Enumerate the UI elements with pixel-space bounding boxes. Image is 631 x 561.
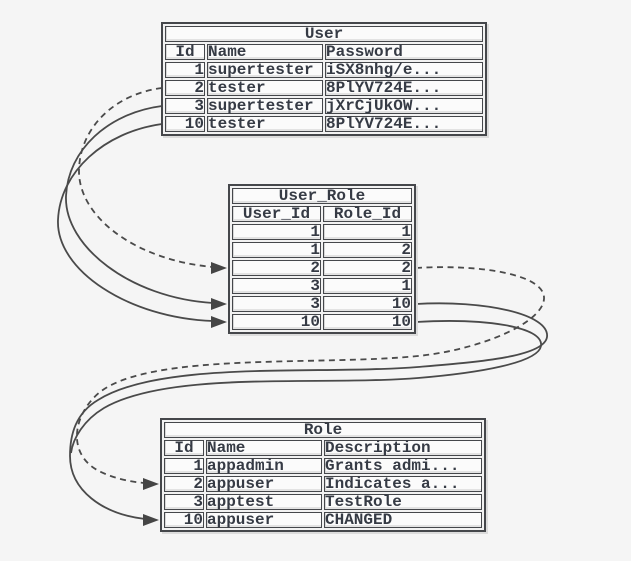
user-table: User Id Name Password 1 supertester iSX8… — [161, 22, 488, 136]
column-header-id: Id — [164, 440, 204, 456]
connector-userrole22-to-role2 — [76, 266, 545, 484]
cell-role-id: 1 — [323, 278, 413, 294]
cell-name: supertester — [207, 98, 323, 114]
cell-id: 2 — [165, 80, 205, 96]
column-header-role-id: Role_Id — [323, 206, 413, 222]
connector-userrole310-to-role10 — [69, 302, 548, 520]
connector-user10-to-userrole — [57, 123, 214, 322]
column-header-name: Name — [207, 44, 323, 60]
cell-name: appuser — [206, 512, 322, 528]
cell-user-id: 3 — [232, 296, 321, 312]
cell-user-id: 1 — [232, 242, 321, 258]
table-row: 2 2 — [232, 260, 413, 276]
cell-id: 10 — [164, 512, 204, 528]
table-row: 1 supertester iSX8nhg/e... — [165, 62, 484, 78]
cell-user-id: 1 — [232, 224, 321, 240]
table-row: 3 supertester jXrCjUkOW... — [165, 98, 484, 114]
table-row: 10 appuser CHANGED — [164, 512, 483, 528]
cell-description: Indicates a... — [324, 476, 483, 492]
cell-id: 10 — [165, 116, 205, 132]
cell-role-id: 10 — [323, 314, 413, 330]
cell-role-id: 2 — [323, 260, 413, 276]
column-header-password: Password — [325, 44, 484, 60]
cell-id: 3 — [164, 494, 204, 510]
column-header-description: Description — [324, 440, 483, 456]
cell-role-id: 10 — [323, 296, 413, 312]
role-table: Role Id Name Description 1 appadmin Gran… — [160, 418, 487, 532]
arrowhead — [211, 262, 227, 274]
table-header-row: Id Name Password — [165, 44, 484, 60]
cell-id: 2 — [164, 476, 204, 492]
cell-name: apptest — [206, 494, 322, 510]
table-row: 1 2 — [232, 242, 413, 258]
table-title-row: User_Role — [232, 188, 413, 204]
user-role-table: User_Role User_Id Role_Id 1 1 1 2 2 2 3 … — [228, 184, 417, 334]
table-header-row: Id Name Description — [164, 440, 483, 456]
table-row: 3 10 — [232, 296, 413, 312]
user-role-table-title: User_Role — [232, 188, 413, 204]
cell-name: appuser — [206, 476, 322, 492]
cell-name: supertester — [207, 62, 323, 78]
connector-userrole1010-to-role10 — [70, 320, 542, 454]
cell-password: iSX8nhg/e... — [325, 62, 484, 78]
cell-role-id: 1 — [323, 224, 413, 240]
table-row: 1 1 — [232, 224, 413, 240]
cell-password: 8PlYV724E... — [325, 80, 484, 96]
connector-user2-to-userrole — [78, 87, 214, 268]
arrowhead — [143, 478, 159, 490]
table-title-row: Role — [164, 422, 483, 438]
cell-password: 8PlYV724E... — [325, 116, 484, 132]
cell-description: TestRole — [324, 494, 483, 510]
cell-description: CHANGED — [324, 512, 483, 528]
cell-description: Grants admi... — [324, 458, 483, 474]
cell-id: 3 — [165, 98, 205, 114]
cell-role-id: 2 — [323, 242, 413, 258]
cell-id: 1 — [164, 458, 204, 474]
table-row: 1 appadmin Grants admi... — [164, 458, 483, 474]
arrowhead — [143, 514, 159, 526]
cell-name: appadmin — [206, 458, 322, 474]
table-title-row: User — [165, 26, 484, 42]
cell-name: tester — [207, 80, 323, 96]
table-row: 10 tester 8PlYV724E... — [165, 116, 484, 132]
cell-name: tester — [207, 116, 323, 132]
column-header-user-id: User_Id — [232, 206, 321, 222]
cell-user-id: 10 — [232, 314, 321, 330]
arrowhead — [211, 316, 227, 328]
table-row: 3 apptest TestRole — [164, 494, 483, 510]
user-table-title: User — [165, 26, 484, 42]
table-row: 3 1 — [232, 278, 413, 294]
cell-password: jXrCjUkOW... — [325, 98, 484, 114]
cell-user-id: 2 — [232, 260, 321, 276]
arrowhead — [211, 298, 227, 310]
table-row: 10 10 — [232, 314, 413, 330]
role-table-title: Role — [164, 422, 483, 438]
column-header-name: Name — [206, 440, 322, 456]
column-header-id: Id — [165, 44, 205, 60]
connector-user3-to-userrole — [65, 105, 214, 304]
table-row: 2 appuser Indicates a... — [164, 476, 483, 492]
cell-user-id: 3 — [232, 278, 321, 294]
table-row: 2 tester 8PlYV724E... — [165, 80, 484, 96]
cell-id: 1 — [165, 62, 205, 78]
table-header-row: User_Id Role_Id — [232, 206, 413, 222]
